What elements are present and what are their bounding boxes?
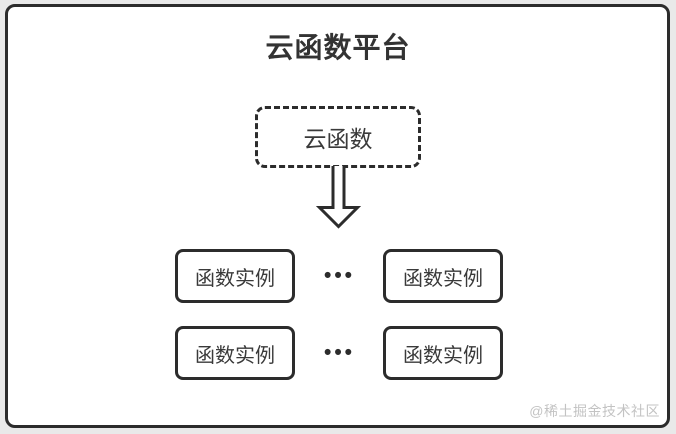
instance-box-label: 函数实例 bbox=[403, 267, 483, 290]
down-arrow-icon bbox=[315, 166, 362, 229]
watermark: @稀土掘金技术社区 bbox=[529, 403, 660, 419]
cloud-function-node: 云函数 bbox=[255, 106, 421, 168]
instance-box: 函数实例 bbox=[383, 326, 503, 380]
cloud-function-node-label: 云函数 bbox=[303, 126, 373, 152]
instance-box-label: 函数实例 bbox=[195, 267, 275, 290]
ellipsis-dots: ••• bbox=[323, 341, 356, 364]
instance-box: 函数实例 bbox=[175, 326, 295, 380]
instance-box-label: 函数实例 bbox=[403, 344, 483, 367]
instance-box: 函数实例 bbox=[383, 249, 503, 303]
instance-box: 函数实例 bbox=[175, 249, 295, 303]
ellipsis-dots: ••• bbox=[323, 264, 356, 287]
instance-box-label: 函数实例 bbox=[195, 344, 275, 367]
diagram-title: 云函数平台 bbox=[265, 32, 411, 63]
